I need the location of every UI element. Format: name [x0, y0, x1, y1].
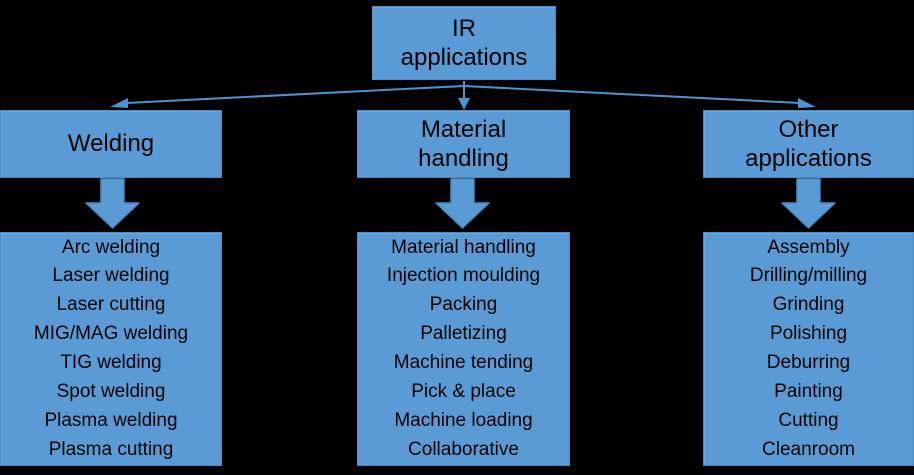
node-material-handling[interactable]: Material handling	[357, 110, 570, 178]
connector-root-to-other	[463, 81, 801, 104]
list-item: Cleanroom	[762, 438, 855, 460]
list-item: Grinding	[772, 294, 845, 316]
list-item: Machine tending	[393, 352, 534, 373]
list-item: Arc welding	[61, 236, 161, 258]
list-item: Polishing	[769, 323, 848, 345]
node-welding[interactable]: Welding	[0, 110, 222, 178]
list-item: Machine loading	[394, 409, 533, 431]
arrowhead-other	[798, 98, 816, 108]
arrowhead-material	[458, 98, 470, 110]
list-item: Material handling	[391, 236, 536, 258]
list-item: TIG welding	[60, 352, 162, 373]
node-material-handling-label-line2: handling	[418, 145, 509, 172]
list-item: Pick & place	[411, 380, 516, 402]
list-item: Spot welding	[56, 380, 166, 402]
list-item: Palletizing	[420, 323, 507, 345]
node-other-applications-label-line2: applications	[745, 145, 872, 172]
list-item: Drilling/milling	[749, 265, 868, 287]
list-item: MIG/MAG welding	[33, 323, 189, 345]
list-item: Assembly	[767, 236, 850, 258]
list-item: Laser cutting	[56, 294, 166, 316]
list-item: Collaborative	[408, 438, 519, 460]
node-material-handling-label-line1: Material	[420, 115, 507, 143]
list-item: Cutting	[778, 409, 839, 431]
list-item: Painting	[774, 380, 843, 402]
list-item: Plasma cutting	[48, 438, 174, 460]
block-arrow-down-welding	[85, 175, 140, 229]
node-other-applications[interactable]: Other applications	[703, 110, 914, 178]
node-ir-applications[interactable]: IR applications	[372, 6, 556, 80]
node-other-applications-label-line1: Other	[778, 115, 839, 143]
list-item: Packing	[429, 294, 498, 316]
node-ir-applications-label-line2: applications	[400, 44, 528, 71]
list-item: Deburring	[766, 352, 851, 373]
list-item: Plasma welding	[44, 409, 178, 431]
list-item: Injection moulding	[386, 265, 541, 287]
list-item: Laser welding	[52, 265, 170, 287]
block-arrow-down-other	[781, 175, 836, 229]
node-welding-label-line1: Welding	[67, 130, 155, 158]
block-arrow-down-material	[435, 175, 490, 229]
arrowhead-welding	[110, 98, 128, 108]
node-ir-applications-label-line1: IR	[452, 14, 476, 42]
